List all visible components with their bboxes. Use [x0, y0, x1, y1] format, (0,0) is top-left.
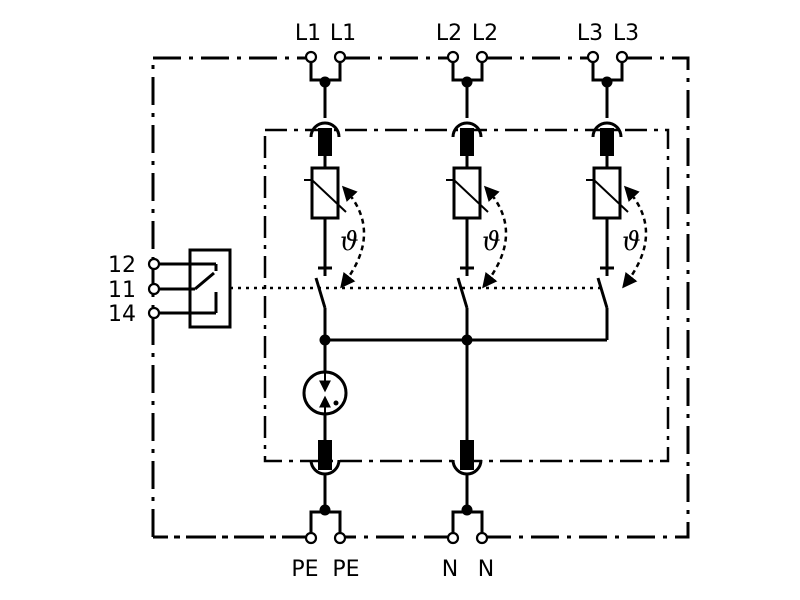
- thermal-symbol-2: ϑ: [482, 227, 501, 257]
- varistors: [304, 156, 629, 268]
- terminal-l2a: [446, 50, 460, 64]
- terminal-label-l3a: L3: [577, 21, 603, 46]
- top-terminal-labels: L1 L1 L2 L2 L3 L3: [295, 21, 639, 46]
- remote-signal-contact: 12 11 14: [108, 248, 232, 329]
- terminal-l3a: [586, 50, 600, 64]
- terminal-label-l2b: L2: [472, 21, 498, 46]
- contact-terminal-12: [147, 257, 161, 271]
- terminal-l3b: [615, 50, 629, 64]
- terminal-pe-b: [333, 531, 347, 545]
- terminal-label-pe-b: PE: [332, 557, 359, 582]
- common-bus: [319, 334, 607, 346]
- terminal-l2b: [475, 50, 489, 64]
- terminal-label-l3b: L3: [613, 21, 639, 46]
- terminal-n-b: [475, 531, 489, 545]
- thermal-symbol-1: ϑ: [340, 227, 359, 257]
- contact-label-11: 11: [108, 278, 136, 303]
- top-plug-connectors: [309, 121, 623, 156]
- contact-label-14: 14: [108, 302, 136, 327]
- terminal-label-n-a: N: [442, 557, 458, 582]
- terminal-label-l2a: L2: [436, 21, 462, 46]
- terminal-l1b: [333, 50, 347, 64]
- contact-terminal-11: [147, 282, 161, 296]
- terminal-pe-a: [304, 531, 318, 545]
- terminal-label-n-b: N: [478, 557, 494, 582]
- terminal-label-pe-a: PE: [291, 557, 318, 582]
- bottom-terminal-labels: PE PE N N: [291, 557, 494, 582]
- terminal-label-l1b: L1: [330, 21, 356, 46]
- thermal-disconnectors: ϑ ϑ ϑ: [340, 185, 648, 289]
- outer-enclosure: [151, 56, 690, 539]
- terminal-label-l1a: L1: [295, 21, 321, 46]
- bottom-terminals: [304, 474, 489, 545]
- thermal-symbol-3: ϑ: [622, 227, 641, 257]
- contact-label-12: 12: [108, 253, 136, 278]
- disconnect-switches: [314, 266, 614, 340]
- contact-terminal-14: [147, 306, 161, 320]
- terminal-n-a: [446, 531, 460, 545]
- terminal-l1a: [304, 50, 318, 64]
- bottom-plug-connectors: [309, 440, 483, 476]
- top-terminals: [304, 50, 629, 118]
- spark-gap: [302, 340, 348, 440]
